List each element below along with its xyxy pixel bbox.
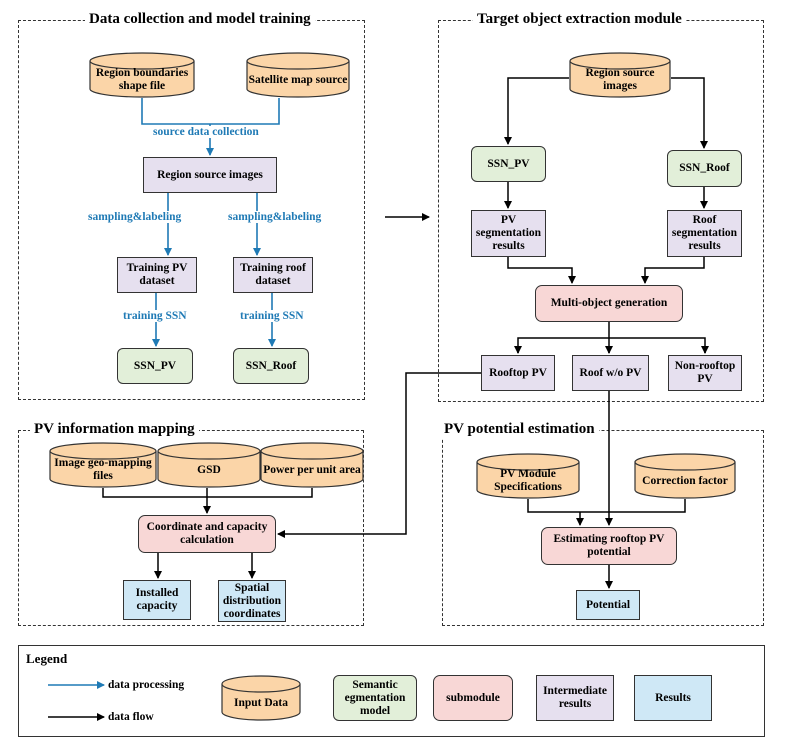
panel-title-data-collection: Data collection and model training bbox=[85, 11, 315, 28]
legend-results: Results bbox=[634, 675, 712, 721]
estimating-potential-node: Estimating rooftop PV potential bbox=[541, 527, 677, 565]
target-region-source-images: Region source images bbox=[569, 52, 671, 98]
source-data-collection-label: source data collection bbox=[151, 126, 261, 138]
training-roof-dataset-node: Training roof dataset bbox=[233, 257, 313, 293]
sampling-labeling-label-1: sampling&labeling bbox=[86, 211, 184, 223]
correction-factor-input: Correction factor bbox=[634, 453, 736, 499]
non-rooftop-pv-node: Non-rooftop PV bbox=[668, 355, 742, 391]
gsd-input: GSD bbox=[157, 442, 261, 488]
legend-input-data: Input Data bbox=[221, 675, 301, 721]
target-ssn-roof-node: SSN_Roof bbox=[667, 150, 742, 187]
target-ssn-pv-node: SSN_PV bbox=[471, 146, 546, 182]
multi-object-generation-node: Multi-object generation bbox=[535, 285, 683, 322]
pv-module-specs-input: PV Module Specifications bbox=[476, 453, 580, 499]
sampling-labeling-label-2: sampling&labeling bbox=[226, 211, 324, 223]
panel-title-pv-mapping: PV information mapping bbox=[30, 421, 199, 438]
legend-box bbox=[18, 645, 765, 737]
region-boundaries-input: Region boundaries shape file bbox=[89, 52, 195, 98]
spatial-distribution-node: Spatial distribution coordinates bbox=[218, 580, 286, 622]
geo-mapping-input: Image geo-mapping files bbox=[49, 442, 157, 488]
legend-submodule: submodule bbox=[433, 675, 513, 721]
power-per-unit-input: Power per unit area bbox=[260, 442, 364, 488]
training-pv-dataset-node: Training PV dataset bbox=[117, 257, 197, 293]
roof-segmentation-node: Roof segmentation results bbox=[667, 210, 742, 257]
legend-data-flow-label: data flow bbox=[108, 711, 154, 723]
ssn-roof-model-node: SSN_Roof bbox=[233, 348, 309, 384]
legend-title: Legend bbox=[26, 651, 68, 666]
region-source-images-node: Region source images bbox=[143, 157, 277, 193]
legend-intermediate: Intermediate results bbox=[536, 675, 614, 721]
ssn-pv-model-node: SSN_PV bbox=[117, 348, 193, 384]
training-ssn-label-2: training SSN bbox=[238, 310, 306, 322]
legend-data-processing-label: data processing bbox=[108, 679, 185, 691]
legend-semantic-model: Semantic egmentation model bbox=[333, 675, 417, 721]
panel-title-pv-potential: PV potential estimation bbox=[440, 421, 599, 438]
installed-capacity-node: Installed capacity bbox=[123, 580, 191, 620]
pv-segmentation-node: PV segmentation results bbox=[471, 210, 546, 257]
training-ssn-label-1: training SSN bbox=[121, 310, 189, 322]
rooftop-pv-node: Rooftop PV bbox=[481, 355, 555, 391]
satellite-map-input: Satellite map source bbox=[246, 52, 350, 98]
coordinate-capacity-node: Coordinate and capacity calculation bbox=[138, 515, 276, 553]
roof-wo-pv-node: Roof w/o PV bbox=[572, 355, 649, 391]
potential-node: Potential bbox=[576, 590, 640, 620]
panel-title-target-extraction: Target object extraction module bbox=[473, 11, 686, 28]
